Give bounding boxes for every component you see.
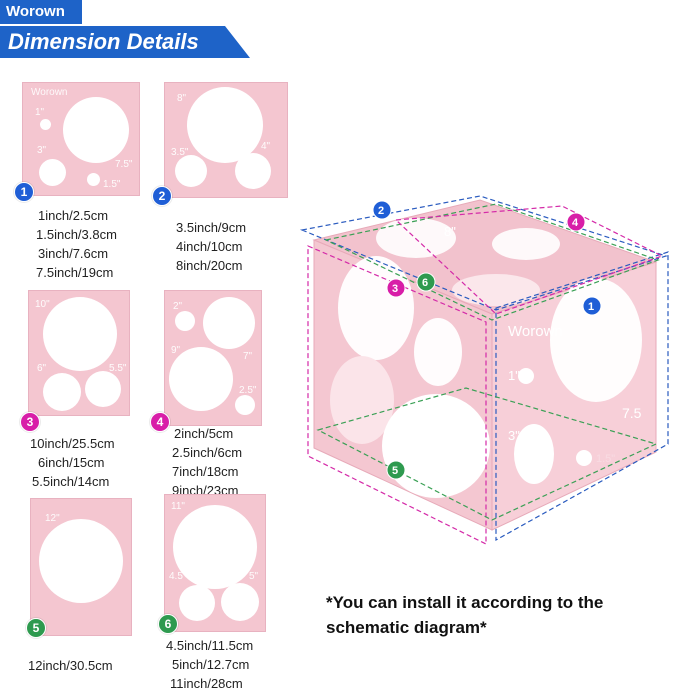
mark: 11"	[171, 501, 185, 512]
cube-mark: 8"	[444, 224, 456, 239]
dimension: 8inch/20cm	[176, 258, 243, 273]
mark: 1"	[35, 107, 45, 118]
hole-4	[235, 153, 271, 189]
hole-1.5	[87, 173, 100, 186]
dimension: 4inch/10cm	[176, 239, 243, 254]
panel-5-dimensions: 12inch/30.5cm	[28, 656, 113, 675]
hole-2	[175, 311, 195, 331]
hole-11	[173, 505, 257, 589]
mark: 3.5"	[171, 147, 189, 158]
hole-12	[39, 519, 123, 603]
mark: 2"	[173, 301, 183, 312]
mark: 7.5"	[115, 159, 133, 170]
cube-badge-5: 5	[386, 460, 406, 480]
dimension: 7inch/18cm	[172, 464, 239, 479]
dimension: 1.5inch/3.8cm	[36, 227, 117, 242]
dimension: 3.5inch/9cm	[176, 220, 247, 235]
panel-6-dimensions: 4.5inch/11.5cm 5inch/12.7cm 11inch/28cm	[166, 636, 253, 693]
panel-number-badge: 5	[26, 618, 46, 638]
panel-number-badge: 6	[158, 614, 178, 634]
cube-mark: 1"	[508, 368, 520, 383]
cube-badge-2: 2	[372, 200, 392, 220]
mark: 9"	[171, 345, 181, 356]
panel-brand: Worown	[31, 87, 68, 98]
mark: 12"	[45, 513, 60, 524]
cube-badge-label: 4	[572, 217, 579, 229]
dimension: 7.5inch/19cm	[36, 265, 114, 280]
panel-2: 8" 3.5" 4"	[164, 82, 288, 198]
title-banner: Dimension Details	[0, 26, 250, 58]
panel-number-badge: 2	[152, 186, 172, 206]
cube-mark: 7.5	[622, 405, 642, 421]
hole-8	[187, 87, 263, 163]
mark: 5"	[249, 571, 259, 582]
mark: 3"	[37, 145, 47, 156]
panel-1-dimensions: 1inch/2.5cm 1.5inch/3.8cm 3inch/7.6cm 7.…	[36, 206, 117, 282]
cube-brand: Worown	[508, 323, 563, 340]
panel-number-badge: 1	[14, 182, 34, 202]
mark: 6"	[37, 363, 47, 374]
mark: 4.5"	[169, 571, 187, 582]
cube-badge-6: 6	[416, 272, 436, 292]
install-note-line: *You can install it according to the	[326, 593, 604, 612]
dimension: 4.5inch/11.5cm	[166, 638, 254, 653]
dimension: 3inch/7.6cm	[38, 246, 109, 261]
dimension: 5.5inch/14cm	[32, 474, 110, 489]
cube-illustration: 8" 1" 3" 7.5 1.5" Worown 1 2 3 4	[296, 190, 672, 550]
dimension: 11inch/28cm	[170, 676, 243, 691]
dimension: 5inch/12.7cm	[172, 657, 250, 672]
dimension: 10inch/25.5cm	[30, 436, 115, 451]
hole-9	[169, 347, 233, 411]
cube-svg: 8" 1" 3" 7.5 1.5" Worown 1 2 3 4	[299, 195, 669, 545]
dimension: 2inch/5cm	[174, 426, 234, 441]
panel-3-dimensions: 10inch/25.5cm 6inch/15cm 5.5inch/14cm	[30, 434, 115, 491]
mark: 1.5"	[103, 179, 121, 190]
mark: 5.5"	[109, 363, 127, 374]
cube-badge-label: 3	[392, 283, 398, 295]
hole-7.5	[63, 97, 129, 163]
panel-number-badge: 4	[150, 412, 170, 432]
dimension: 12inch/30.5cm	[28, 658, 113, 673]
mark: 8"	[177, 93, 187, 104]
hole-6	[43, 373, 81, 411]
cube-mark: 1.5"	[596, 453, 615, 465]
install-note-line: schematic diagram*	[326, 618, 487, 637]
panel-3: 10" 6" 5.5"	[28, 290, 130, 416]
cube-badge-3: 3	[386, 278, 406, 298]
hole-1	[40, 119, 51, 130]
mark: 7"	[243, 351, 253, 362]
cube-mark: 3"	[508, 428, 520, 443]
cube-badge-label: 1	[588, 301, 594, 313]
panel-number-badge: 3	[20, 412, 40, 432]
hole-3	[39, 159, 66, 186]
page-title: Dimension Details	[8, 29, 199, 54]
mark: 4"	[261, 141, 271, 152]
dimension: 6inch/15cm	[38, 455, 105, 470]
mark: 2.5"	[239, 385, 257, 396]
cube-badge-label: 5	[392, 465, 398, 477]
cube-badge-label: 6	[422, 277, 428, 289]
panel-4-dimensions: 2inch/5cm 2.5inch/6cm 7inch/18cm 9inch/2…	[172, 424, 242, 500]
hole-5.5	[85, 371, 121, 407]
install-note: *You can install it according to the sch…	[326, 590, 603, 640]
panel-1: Worown 1" 3" 7.5" 1.5"	[22, 82, 140, 196]
dimension: 2.5inch/6cm	[172, 445, 243, 460]
panel-4: 2" 9" 7" 2.5"	[164, 290, 262, 426]
brand-badge: Worown	[0, 0, 82, 24]
cube-badge-label: 2	[378, 205, 384, 217]
panel-6: 11" 4.5" 5"	[164, 494, 266, 632]
brand-name: Worown	[6, 3, 65, 20]
hole-10	[43, 297, 117, 371]
cube-badge-4: 4	[566, 212, 586, 232]
panel-5: 12"	[30, 498, 132, 636]
mark: 10"	[35, 299, 50, 310]
hole-5	[221, 583, 259, 621]
hole-3.5	[175, 155, 207, 187]
cube-badge-1: 1	[582, 296, 602, 316]
dimension: 1inch/2.5cm	[38, 208, 109, 223]
hole-7	[203, 297, 255, 349]
hole-4.5	[179, 585, 215, 621]
panel-2-dimensions: 3.5inch/9cm 4inch/10cm 8inch/20cm	[176, 218, 246, 275]
hole-2.5	[235, 395, 255, 415]
